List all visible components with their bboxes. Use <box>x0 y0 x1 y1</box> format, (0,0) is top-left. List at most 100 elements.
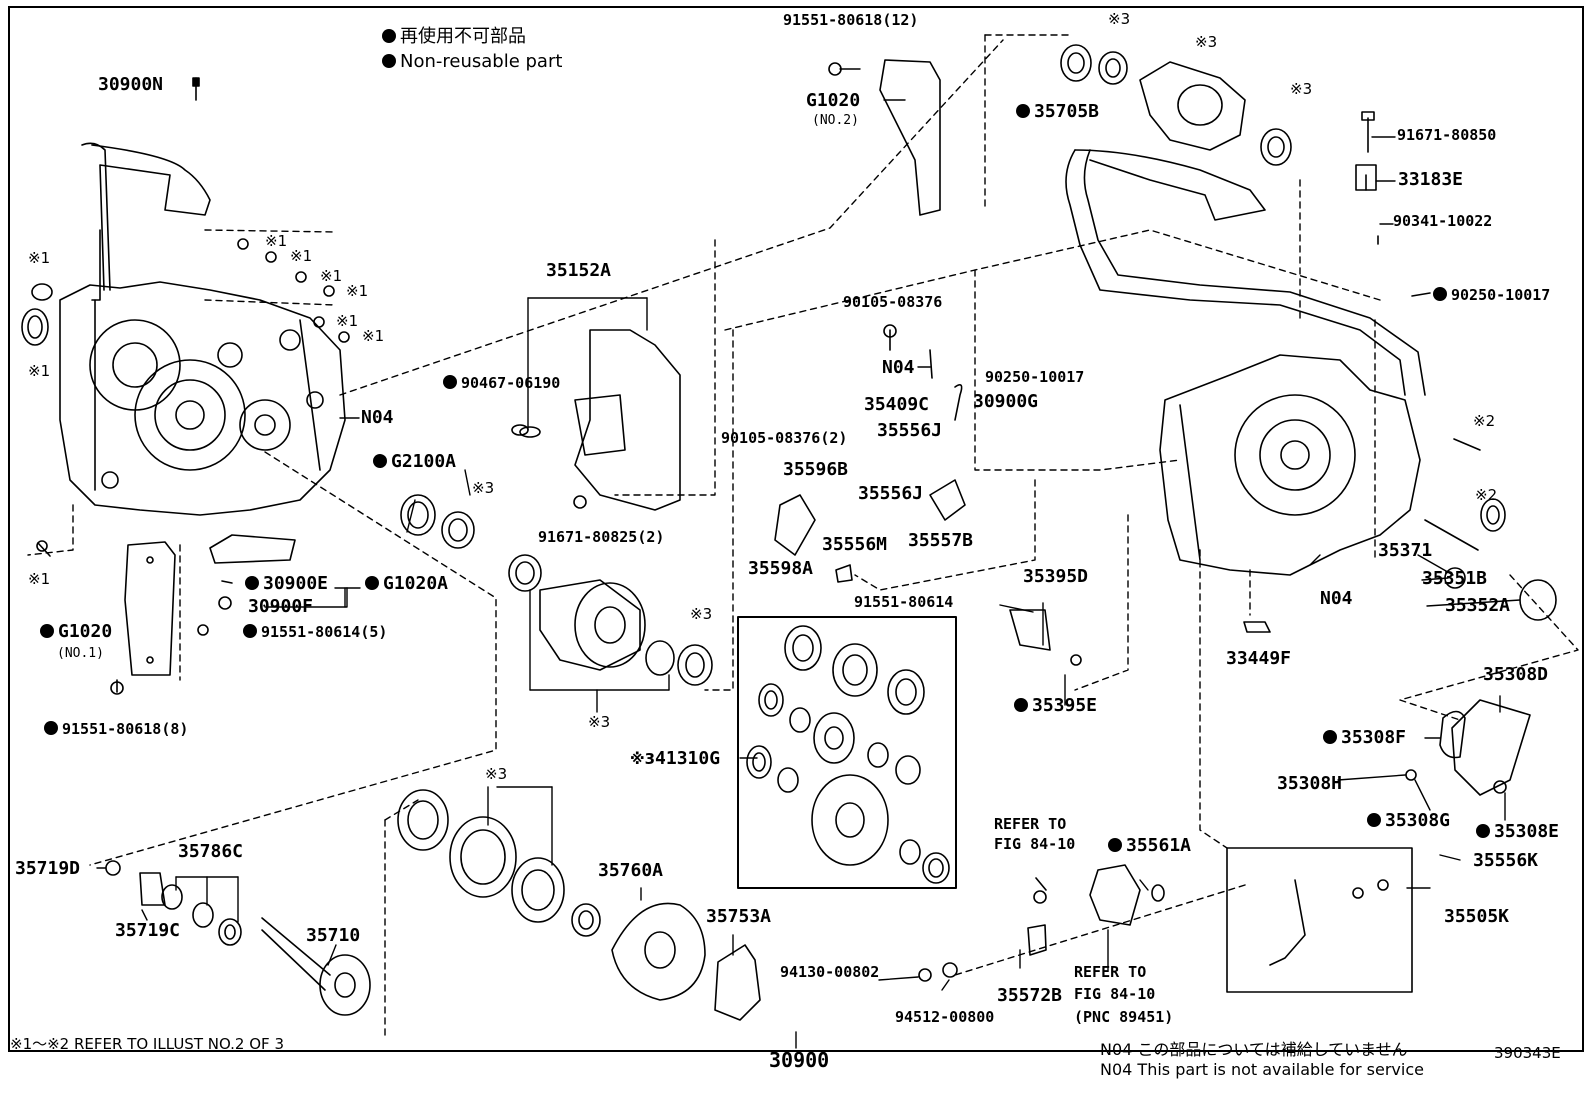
non-reusable-dot-icon <box>1014 698 1028 712</box>
part-label-35308D[interactable]: 35308D <box>1483 664 1549 685</box>
part-label-35598A[interactable]: 35598A <box>748 558 814 579</box>
non-reusable-dot-icon <box>382 29 396 43</box>
part-label-N04-mid[interactable]: N04 <box>882 357 915 378</box>
non-reusable-dot-icon <box>382 54 396 68</box>
part-label-30900E[interactable]: 30900E <box>245 575 328 593</box>
part-label-41310G[interactable]: ※341310G <box>630 750 720 768</box>
part-label-35352A[interactable]: 35352A <box>1445 595 1511 616</box>
part-label-91551-80618-12[interactable]: 91551-80618(12) <box>783 11 919 29</box>
mark-3: ※3 <box>485 765 508 783</box>
non-reusable-dot-icon <box>245 576 259 590</box>
part-label-G1020-no1[interactable]: G1020 <box>40 623 112 641</box>
part-label-35705B[interactable]: 35705B <box>1016 103 1099 121</box>
part-label-35371[interactable]: 35371 <box>1378 540 1433 561</box>
part-label-35557B[interactable]: 35557B <box>908 530 974 551</box>
part-label-33449F[interactable]: 33449F <box>1226 648 1292 669</box>
part-label-35786C[interactable]: 35786C <box>178 841 244 862</box>
part-label-35395D[interactable]: 35395D <box>1023 566 1089 587</box>
part-label-90250-10017-right[interactable]: 90250-10017 <box>1433 287 1550 303</box>
part-label-35556K[interactable]: 35556K <box>1473 850 1539 871</box>
part-sub-no2: (NO.2) <box>812 113 859 128</box>
part-label-35152A[interactable]: 35152A <box>546 260 612 281</box>
part-label-90250-10017-mid[interactable]: 90250-10017 <box>985 368 1085 386</box>
differential-group-top <box>508 554 713 686</box>
legend-jp-text: 再使用不可部品 <box>400 26 526 47</box>
part-label-35596B[interactable]: 35596B <box>783 459 849 480</box>
right-transmission-case <box>1065 149 1426 576</box>
mark-1: ※1 <box>265 232 288 250</box>
kit-41310G-parts <box>746 625 950 884</box>
part-label-30900F[interactable]: 30900F <box>248 596 314 617</box>
part-label-35556J-lower[interactable]: 35556J <box>858 483 924 504</box>
refer-note-2-line2: FIG 84-10 <box>1074 985 1156 1003</box>
part-text: 35308E <box>1494 821 1560 842</box>
part-label-35753A[interactable]: 35753A <box>706 906 772 927</box>
part-label-35572B[interactable]: 35572B <box>997 985 1063 1006</box>
legend-item-jp: 再使用不可部品 <box>382 28 526 46</box>
part-text: 35395E <box>1032 695 1098 716</box>
part-label-35505K[interactable]: 35505K <box>1444 906 1510 927</box>
part-label-91551-80614-5[interactable]: 91551-80614(5) <box>243 624 387 640</box>
part-sub-no1: (NO.1) <box>57 646 104 661</box>
part-label-G1020-no2[interactable]: G1020 <box>806 90 861 111</box>
dashed-leaders <box>27 34 1579 1041</box>
mark-3: ※3 <box>588 713 611 731</box>
part-label-35556J-upper[interactable]: 35556J <box>877 420 943 441</box>
part-label-30900N[interactable]: 30900N <box>98 74 164 95</box>
part-label-90105-08376[interactable]: 90105-08376 <box>843 293 943 311</box>
part-label-94512-00800[interactable]: 94512-00800 <box>895 1008 995 1026</box>
refer-note-1-line2: FIG 84-10 <box>994 835 1076 853</box>
part-label-35719C[interactable]: 35719C <box>115 920 181 941</box>
mark-2: ※2 <box>1473 412 1496 430</box>
part-label-35561A[interactable]: 35561A <box>1108 837 1191 855</box>
part-label-94130-00802[interactable]: 94130-00802 <box>780 963 880 981</box>
part-label-35556M[interactable]: 35556M <box>822 534 888 555</box>
part-label-35760A[interactable]: 35760A <box>598 860 664 881</box>
mark-1: ※1 <box>362 327 385 345</box>
assembly-number[interactable]: 30900 <box>769 1048 830 1072</box>
part-text: 35308F <box>1341 727 1407 748</box>
part-label-90105-08376-2[interactable]: 90105-08376(2) <box>721 429 848 447</box>
part-label-91671-80850[interactable]: 91671-80850 <box>1397 126 1497 144</box>
part-text: 90467-06190 <box>461 374 561 392</box>
part-text: G1020 <box>58 621 113 642</box>
part-label-30900G[interactable]: 30900G <box>973 391 1039 412</box>
mark-3: ※3 <box>1108 10 1131 28</box>
non-reusable-dot-icon <box>443 375 457 389</box>
part-label-G1020A[interactable]: G1020A <box>365 575 448 593</box>
mark-1: ※1 <box>28 570 51 588</box>
part-text: 90250-10017 <box>1451 286 1551 304</box>
non-reusable-dot-icon <box>243 624 257 638</box>
mark-1: ※1 <box>28 249 51 267</box>
part-label-91671-80825-2[interactable]: 91671-80825(2) <box>538 528 665 546</box>
part-text: 30900E <box>263 573 329 594</box>
part-label-35308E[interactable]: 35308E <box>1476 823 1559 841</box>
part-label-35395E[interactable]: 35395E <box>1014 697 1097 715</box>
part-label-G2100A[interactable]: G2100A <box>373 453 456 471</box>
left-transmission-case <box>59 142 346 516</box>
part-label-N04-left[interactable]: N04 <box>361 407 394 428</box>
part-label-90341-10022[interactable]: 90341-10022 <box>1393 212 1493 230</box>
part-label-35719D[interactable]: 35719D <box>15 858 81 879</box>
part-text: 91551-80614(5) <box>261 623 388 641</box>
mark-1: ※1 <box>290 247 313 265</box>
part-label-35351B[interactable]: 35351B <box>1422 568 1488 589</box>
part-label-N04-right[interactable]: N04 <box>1320 588 1353 609</box>
part-label-33183E[interactable]: 33183E <box>1398 169 1464 190</box>
part-text: G2100A <box>391 451 457 472</box>
part-label-35710[interactable]: 35710 <box>306 925 361 946</box>
part-label-35308H[interactable]: 35308H <box>1277 773 1343 794</box>
part-label-35308F[interactable]: 35308F <box>1323 729 1406 747</box>
non-reusable-dot-icon <box>1476 824 1490 838</box>
part-label-35409C[interactable]: 35409C <box>864 394 930 415</box>
part-label-35308G[interactable]: 35308G <box>1367 812 1450 830</box>
mark-3: ※3 <box>690 605 713 623</box>
non-reusable-dot-icon <box>373 454 387 468</box>
legend-item-en: Non-reusable part <box>382 53 562 71</box>
part-label-91551-80614[interactable]: 91551-80614 <box>854 593 954 611</box>
mark-1: ※1 <box>336 312 359 330</box>
refer-note-2-line3: (PNC 89451) <box>1074 1008 1174 1026</box>
part-label-90467-06190[interactable]: 90467-06190 <box>443 375 560 391</box>
part-label-91551-80618-8[interactable]: 91551-80618(8) <box>44 721 188 737</box>
